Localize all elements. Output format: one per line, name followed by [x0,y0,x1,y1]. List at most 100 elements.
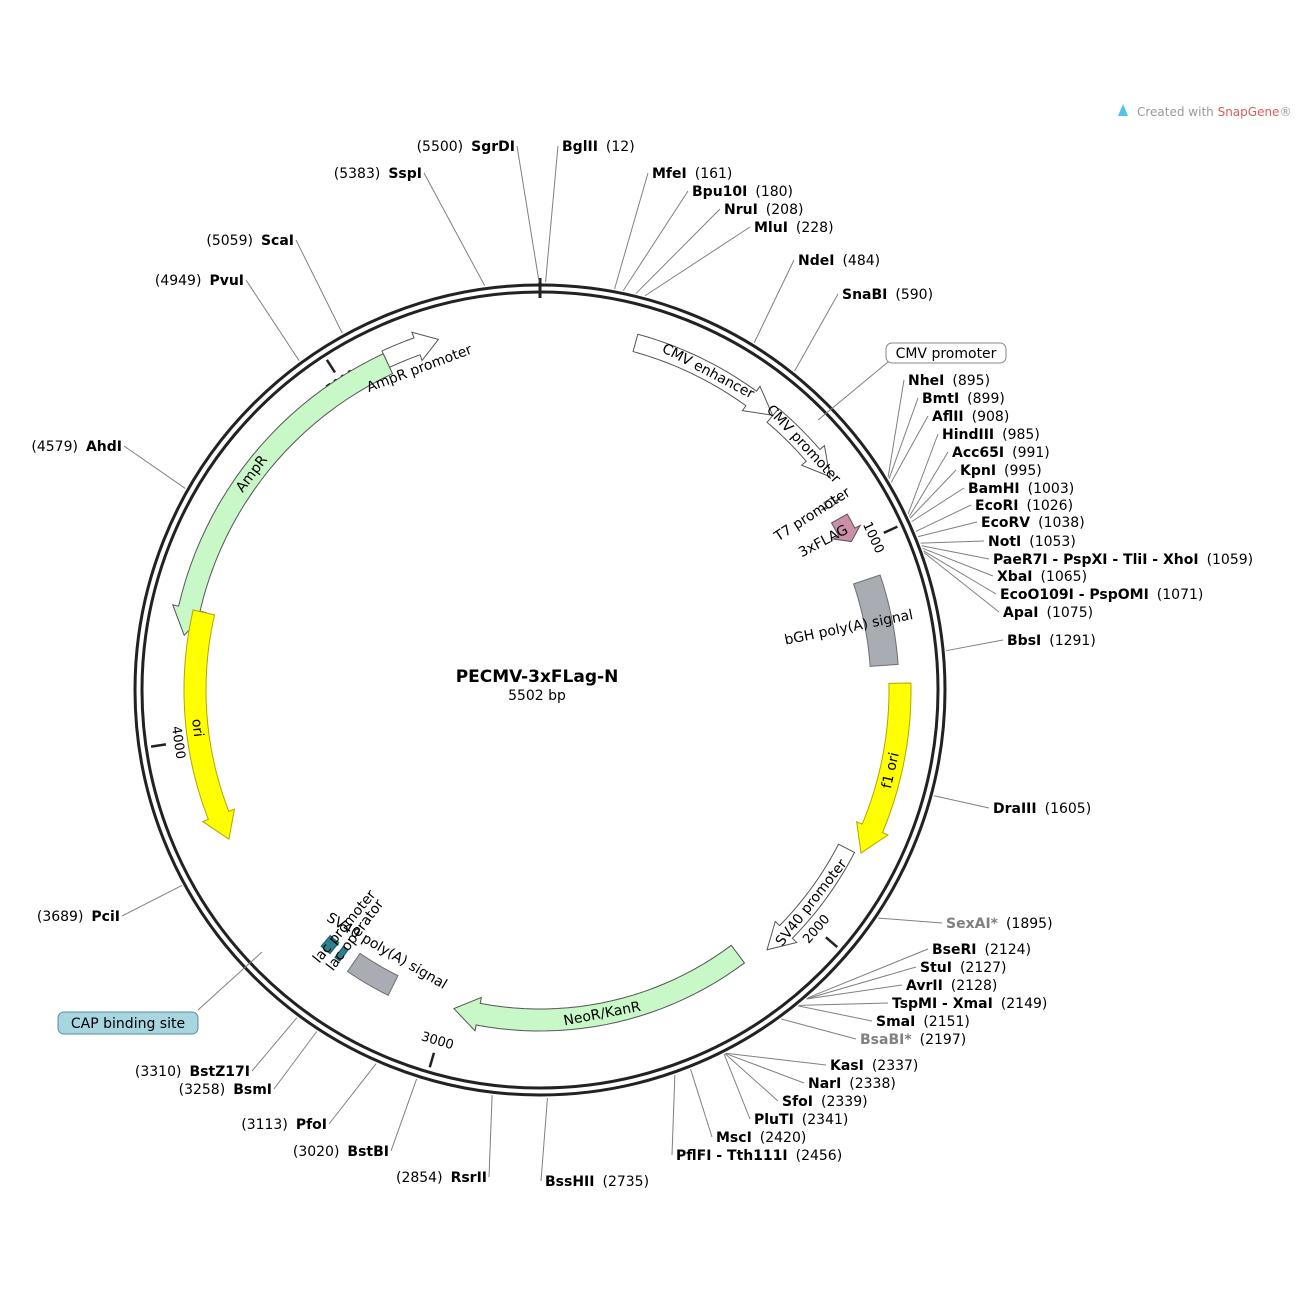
enzyme-bstz17i[interactable]: (3310)BstZ17I [135,1064,250,1080]
enzyme-leader [806,984,903,1000]
enzyme-position: (5059) [206,233,253,249]
enzyme-nari[interactable]: NarI(2338) [808,1076,896,1092]
enzyme-bsmi[interactable]: (3258)BsmI [179,1082,272,1098]
enzyme-leader [807,948,929,999]
enzyme-name: ApaI [1003,605,1039,621]
enzyme-position: (2149) [1001,996,1048,1012]
enzyme-apai[interactable]: ApaI(1075) [1003,605,1093,621]
enzyme-name: PaeR7I - PspXI - TliI - XhoI [993,552,1199,568]
enzyme-bsshii[interactable]: BssHII(2735) [545,1174,649,1190]
enzyme-leader [622,190,689,291]
enzyme-sexai[interactable]: SexAI*(1895) [946,916,1053,932]
enzyme-leader [921,545,990,560]
enzyme-name: DraIII [993,801,1037,817]
enzyme-bamhi[interactable]: BamHI(1003) [968,481,1074,497]
enzyme-mfei[interactable]: MfeI(161) [652,166,732,182]
feature-3xflag[interactable] [830,513,862,543]
enzyme-position: (3113) [241,1117,288,1133]
enzyme-pflfi-tth111i[interactable]: PflFI - Tth111I(2456) [676,1148,842,1164]
enzyme-draiii[interactable]: DraIII(1605) [993,801,1091,817]
enzyme-snabi[interactable]: SnaBI(590) [842,287,933,303]
enzyme-bpu10i[interactable]: Bpu10I(180) [692,184,793,200]
enzyme-position: (2338) [849,1076,896,1092]
enzyme-leader [753,259,795,343]
feature-sv40-promoter[interactable] [766,843,856,951]
enzyme-leader [540,1097,548,1182]
feature-neor-kanr[interactable] [453,944,746,1032]
enzyme-leader [245,279,300,361]
enzyme-ndei[interactable]: NdeI(484) [798,253,880,269]
enzyme-msci[interactable]: MscI(2420) [716,1130,806,1146]
enzyme-name: EcoRI [975,498,1018,514]
enzyme-leader [671,1075,676,1156]
feature-lac-promoter[interactable] [320,934,340,955]
feature-ampr-promoter[interactable] [381,331,440,369]
enzyme-pvui[interactable]: (4949)PvuI [155,273,244,289]
feature-ori[interactable] [183,609,236,840]
enzyme-name: SspI [388,166,422,182]
enzyme-position: (5383) [334,166,381,182]
feature-ampr[interactable] [171,353,394,637]
enzyme-position: (1065) [1040,569,1087,585]
feature-bgh-poly-a-signal[interactable] [852,574,899,667]
enzyme-scai[interactable]: (5059)ScaI [206,233,294,249]
feature-cmv-enhancer[interactable] [632,333,774,416]
enzyme-bbsi[interactable]: BbsI(1291) [1007,633,1096,649]
enzyme-sspi[interactable]: (5383) SspI [334,166,422,182]
enzyme-xbai[interactable]: XbaI(1065) [997,569,1087,585]
enzyme-smai[interactable]: SmaI(2151) [876,1014,970,1030]
enzyme-pcii[interactable]: (3689)PciI [37,909,120,925]
feature-cmv-promoter[interactable] [766,407,831,478]
enzyme-name: PvuI [209,273,244,289]
enzyme-ahdi[interactable]: (4579)AhdI [31,439,122,455]
enzyme-nhei[interactable]: NheI(895) [908,373,990,389]
enzyme-position: (2420) [760,1130,807,1146]
enzyme-rsrii[interactable]: (2854)RsrII [396,1170,487,1186]
enzyme-position: (5500) [417,139,464,155]
enzyme-nrui[interactable]: NruI(208) [724,202,803,218]
enzyme-sfoi[interactable]: SfoI(2339) [782,1094,868,1110]
feature-label-f1-ori: f1 ori [879,751,903,790]
feature-label-cmv-promoter: CMV promoter [763,402,844,487]
enzyme-bsabi[interactable]: BsaBI*(2197) [860,1032,966,1048]
feature-arrows [171,331,912,1032]
feature-f1-ori[interactable] [856,682,912,854]
enzyme-hindiii[interactable]: HindIII(985) [942,427,1040,443]
enzyme-bseri[interactable]: BseRI(2124) [932,942,1031,958]
enzyme-name: EcoO109I - PspOMI [1000,587,1149,603]
enzyme-name: BmtI [922,391,959,407]
enzyme-ecori[interactable]: EcoRI(1026) [975,498,1073,514]
enzyme-bmti[interactable]: BmtI(899) [922,391,1005,407]
enzyme-avrii[interactable]: AvrII(2128) [906,978,997,994]
enzyme-bstbi[interactable]: (3020)BstBI [293,1144,389,1160]
enzyme-kasi[interactable]: KasI(2337) [830,1058,918,1074]
enzyme-sgrdi[interactable]: (5500)SgrDI [417,139,515,155]
enzyme-position: (3020) [293,1144,340,1160]
enzyme-pfoi[interactable]: (3113)PfoI [241,1117,327,1133]
enzyme-mlui[interactable]: MluI(228) [754,220,834,236]
feature-sv40-poly-a-signal[interactable] [346,952,399,997]
enzyme-position: (2456) [796,1148,843,1164]
feature-lac-operator[interactable] [334,945,349,962]
enzyme-tspmi-xmai[interactable]: TspMI - XmaI (2149) [892,996,1047,1012]
feature-t7-promoter[interactable] [821,496,841,511]
enzyme-name: KasI [830,1058,864,1074]
enzyme-kpni[interactable]: KpnI(995) [960,463,1042,479]
enzyme-name: BssHII [545,1174,594,1190]
enzyme-position: (2854) [396,1170,443,1186]
enzyme-aflii[interactable]: AflII(908) [932,409,1009,425]
enzyme-stui[interactable]: StuI(2127) [920,960,1007,976]
enzyme-noti[interactable]: NotI(1053) [988,534,1076,550]
enzyme-pluti[interactable]: PluTI(2341) [754,1112,848,1128]
enzyme-name: TspMI - XmaI [892,996,993,1012]
enzyme-ecoo109i-pspomi[interactable]: EcoO109I - PspOMI(1071) [1000,587,1203,603]
enzyme-position: (895) [952,373,990,389]
enzyme-name: BsmI [233,1082,272,1098]
tick-label: 3000 [419,1029,455,1053]
enzyme-acc65i[interactable]: Acc65I(991) [952,445,1050,461]
enzyme-bglii[interactable]: BglII(12) [562,139,635,155]
enzyme-ecorv[interactable]: EcoRV(1038) [981,515,1085,531]
enzyme-paer7i-pspxi-tlii-xhoi[interactable]: PaeR7I - PspXI - TliI - XhoI(1059) [993,552,1253,568]
enzyme-name: SfoI [782,1094,813,1110]
enzyme-leader [798,1002,889,1006]
